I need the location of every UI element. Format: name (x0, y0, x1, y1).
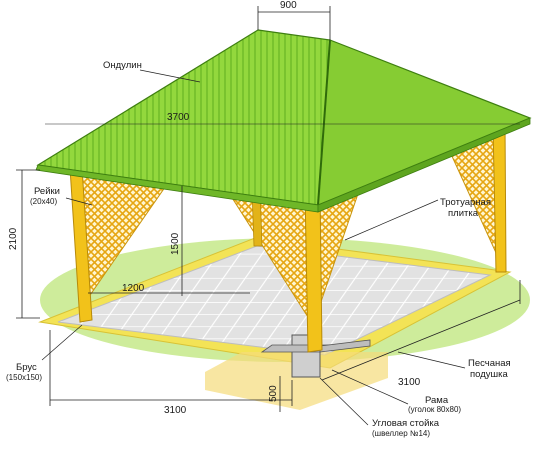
dim-floor-half: 1200 (122, 283, 145, 294)
label-sand-2: подушка (470, 369, 508, 380)
label-beam: Брус (16, 362, 37, 373)
label-corner-post: Угловая стойка (372, 418, 440, 429)
dim-depth-side: 3100 (398, 377, 421, 388)
label-beam-size: (150х150) (6, 373, 42, 382)
dim-span: 3700 (167, 112, 190, 123)
footing-pit (205, 352, 388, 410)
label-battens-size: (20х40) (30, 197, 57, 206)
dim-height-inner: 1500 (170, 232, 181, 255)
label-roof: Ондулин (103, 60, 142, 71)
roof-edge-right (317, 117, 531, 213)
roof-ridge (317, 39, 331, 206)
dim-footing: 500 (268, 385, 279, 402)
dim-height-total: 2100 (8, 227, 19, 250)
label-corner-post-size: (швеллер №14) (372, 429, 430, 438)
dim-top: 900 (280, 0, 297, 11)
label-paving: Тротуарная (440, 197, 491, 208)
label-battens: Рейки (34, 186, 60, 197)
tile-floor (57, 245, 492, 356)
dim-width-front: 3100 (164, 405, 187, 416)
label-frame: Рама (425, 395, 449, 406)
label-frame-size: (уголок 80х80) (408, 405, 461, 414)
post-front (304, 189, 323, 353)
label-paving-2: плитка (448, 208, 479, 219)
label-sand: Песчаная (468, 358, 511, 369)
